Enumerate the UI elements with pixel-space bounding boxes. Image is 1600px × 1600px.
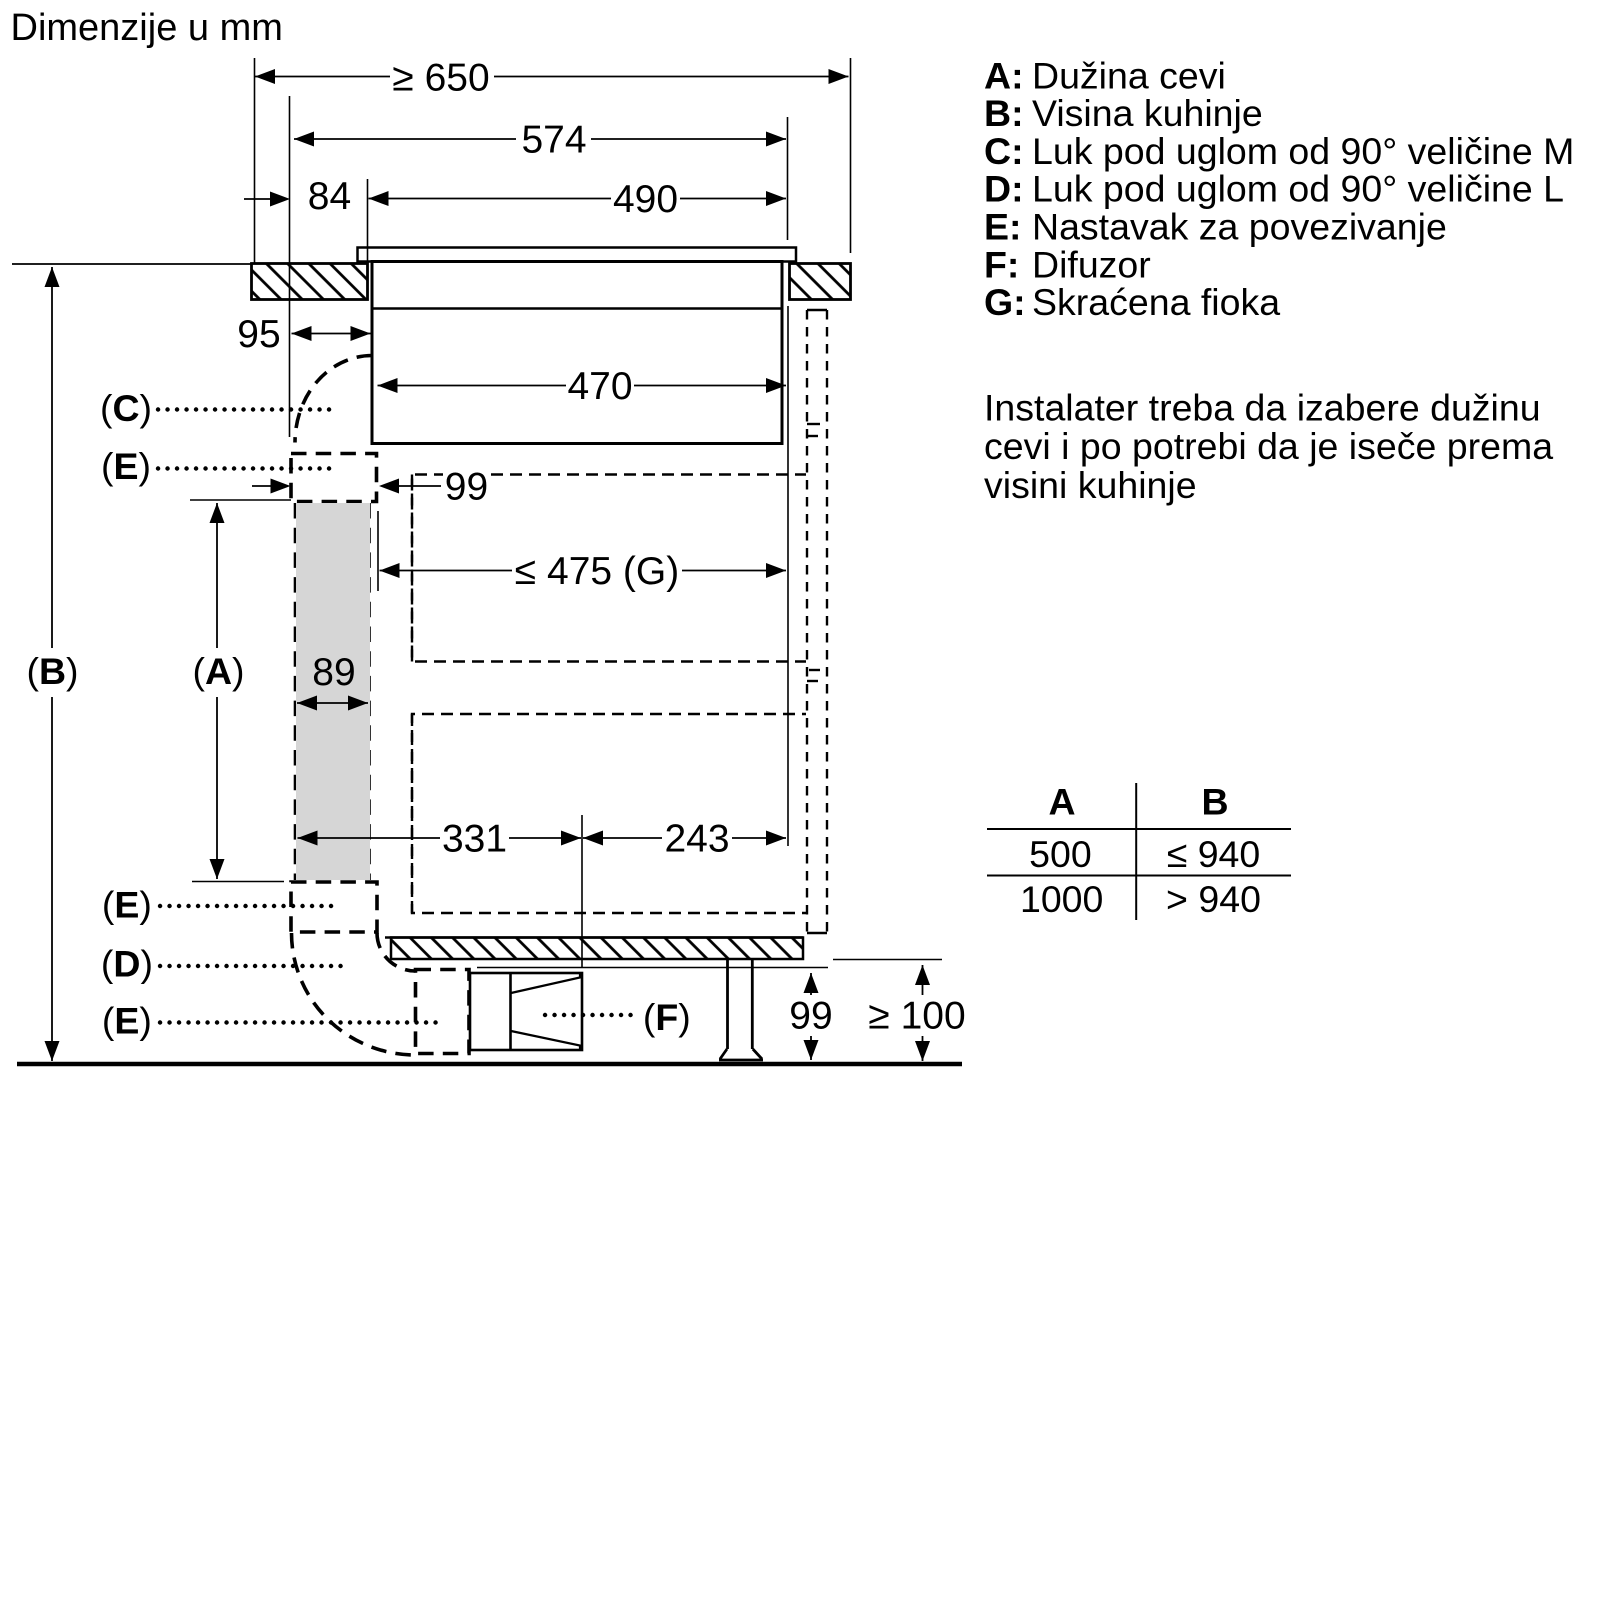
svg-text:≥ 100: ≥ 100 <box>868 995 965 1038</box>
svg-text:G:: G: <box>984 281 1026 323</box>
svg-text:500: 500 <box>1029 833 1092 875</box>
svg-text:(B): (B) <box>26 650 78 692</box>
svg-text:Luk pod uglom od 90° veličine: Luk pod uglom od 90° veličine L <box>1032 168 1564 210</box>
svg-text:(A): (A) <box>192 650 244 692</box>
svg-text:Nastavak za povezivanje: Nastavak za povezivanje <box>1032 206 1447 248</box>
svg-text:Instalater treba da izabere du: Instalater treba da izabere dužinu <box>984 387 1541 429</box>
svg-text:331: 331 <box>442 818 507 861</box>
svg-text:(E): (E) <box>102 999 152 1041</box>
svg-text:1000: 1000 <box>1020 878 1103 920</box>
svg-text:574: 574 <box>521 119 586 162</box>
svg-text:99: 99 <box>789 995 832 1038</box>
svg-text:B: B <box>1201 781 1228 823</box>
svg-text:> 940: > 940 <box>1166 878 1261 920</box>
svg-text:C:: C: <box>984 130 1024 172</box>
svg-text:Difuzor: Difuzor <box>1032 243 1151 285</box>
svg-text:(D): (D) <box>101 942 153 984</box>
svg-text:D:: D: <box>984 168 1024 210</box>
svg-text:99: 99 <box>445 466 488 509</box>
svg-text:B:: B: <box>984 92 1024 134</box>
svg-text:visini kuhinje: visini kuhinje <box>984 464 1197 506</box>
svg-text:84: 84 <box>308 175 351 218</box>
svg-text:470: 470 <box>567 365 632 408</box>
svg-text:Skraćena fioka: Skraćena fioka <box>1032 281 1280 323</box>
svg-text:(C): (C) <box>100 387 152 429</box>
svg-text:243: 243 <box>664 818 729 861</box>
svg-text:A: A <box>1048 781 1075 823</box>
svg-text:≤ 475 (G): ≤ 475 (G) <box>515 550 679 593</box>
svg-text:Luk pod uglom od 90° veličine: Luk pod uglom od 90° veličine M <box>1032 130 1574 172</box>
svg-text:Dimenzije u mm: Dimenzije u mm <box>11 7 283 49</box>
svg-text:E:: E: <box>984 206 1022 248</box>
svg-text:(E): (E) <box>102 883 152 925</box>
svg-text:≥ 650: ≥ 650 <box>392 57 489 100</box>
svg-text:Dužina cevi: Dužina cevi <box>1032 54 1226 96</box>
svg-text:(E): (E) <box>101 445 151 487</box>
svg-text:≤ 940: ≤ 940 <box>1167 833 1261 875</box>
svg-text:95: 95 <box>237 313 280 356</box>
svg-text:A:: A: <box>984 54 1024 96</box>
svg-text:(F): (F) <box>643 996 691 1038</box>
svg-text:F:: F: <box>984 243 1019 285</box>
svg-text:89: 89 <box>312 651 355 694</box>
svg-text:cevi i po potrebi da je iseče: cevi i po potrebi da je iseče prema <box>984 425 1553 467</box>
svg-text:Visina kuhinje: Visina kuhinje <box>1032 92 1263 134</box>
svg-text:490: 490 <box>613 178 678 221</box>
